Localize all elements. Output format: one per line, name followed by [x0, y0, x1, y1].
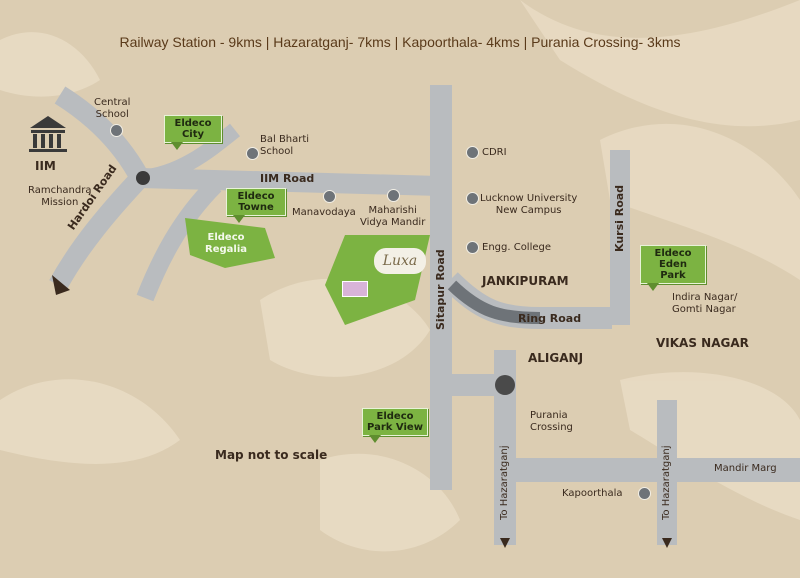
- eldeco-eden-park-flag: Eldeco Eden Park: [640, 245, 706, 291]
- to-hazaratganj-label-2: To Hazaratganj: [661, 445, 672, 520]
- luxa-building-icon: [342, 281, 368, 297]
- arrow-down-icon: [500, 538, 510, 548]
- hardoi-arrow-icon: [52, 275, 70, 295]
- iim-building-icon: [29, 116, 67, 152]
- luxa-logo: Luxa: [374, 248, 426, 274]
- roundabout-icon: [495, 375, 515, 395]
- to-hazaratganj-label-1: To Hazaratganj: [499, 445, 510, 520]
- kursi-road-label: Kursi Road: [613, 184, 626, 252]
- purania-crossing-label: Purania Crossing: [530, 410, 573, 433]
- ring-road-junction: [447, 280, 541, 324]
- manavodaya-marker: [323, 190, 336, 203]
- central-school-label: Central School: [94, 97, 131, 120]
- cdri-marker: [466, 146, 479, 159]
- mandir-marg-label: Mandir Marg: [714, 463, 777, 474]
- iim-label: IIM: [35, 159, 56, 173]
- eldeco-regalia-area: [185, 218, 275, 268]
- kapoorthala-marker: [638, 487, 651, 500]
- cdri-label: CDRI: [482, 147, 507, 158]
- indira-nagar-label: Indira Nagar/ Gomti Nagar: [672, 292, 738, 315]
- bal-bharti-marker: [246, 147, 259, 160]
- ramchandra-mission-label: Ramchandra Mission: [28, 185, 92, 208]
- map-scale-note: Map not to scale: [215, 448, 328, 462]
- engg-college-label: Engg. College: [482, 242, 552, 253]
- sitapur-road-label: Sitapur Road: [434, 249, 447, 330]
- eldeco-city-flag: Eldeco City: [164, 115, 222, 150]
- iim-road-label: IIM Road: [260, 172, 315, 185]
- distance-header: Railway Station - 9kms | Hazaratganj- 7k…: [119, 34, 681, 50]
- maharishi-marker: [387, 189, 400, 202]
- eldeco-regalia-label: Eldeco Regalia: [205, 232, 247, 255]
- vikas-nagar-label: VIKAS NAGAR: [656, 336, 749, 350]
- road-network: [49, 85, 800, 545]
- eldeco-park-view-flag: Eldeco Park View: [362, 408, 428, 443]
- eldeco-towne-flag: Eldeco Towne: [226, 188, 286, 223]
- manavodaya-label: Manavodaya: [292, 207, 356, 218]
- lucknow-university-label: Lucknow University New Campus: [480, 193, 578, 216]
- roundabout-icon: [136, 171, 150, 185]
- central-school-marker: [110, 124, 123, 137]
- jankipuram-label: JANKIPURAM: [482, 274, 569, 288]
- lucknow-university-marker: [466, 192, 479, 205]
- maharishi-label: Maharishi Vidya Mandir: [360, 205, 426, 228]
- engg-college-marker: [466, 241, 479, 254]
- arrow-down-icon: [662, 538, 672, 548]
- aliganj-label: ALIGANJ: [528, 351, 584, 365]
- bal-bharti-school-label: Bal Bharti School: [260, 134, 310, 157]
- ring-road-label: Ring Road: [518, 312, 582, 325]
- kapoorthala-label: Kapoorthala: [562, 488, 623, 499]
